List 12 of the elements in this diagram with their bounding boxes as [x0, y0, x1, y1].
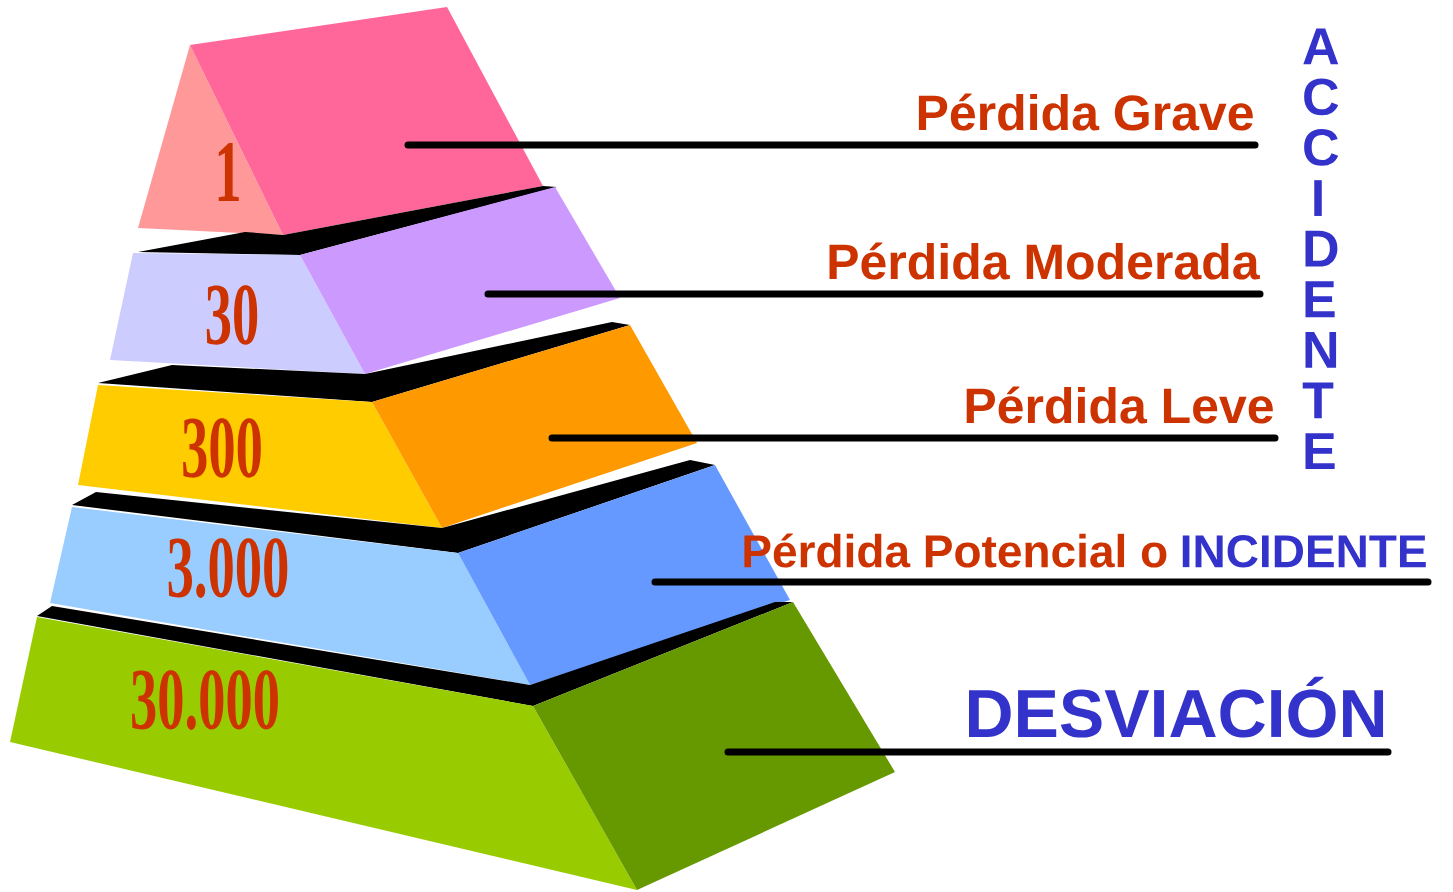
level-label: Pérdida Grave: [918, 93, 1253, 131]
pyramid-tier: 1: [138, 7, 543, 235]
leader-line: [724, 748, 1392, 756]
leader-line: [484, 290, 1264, 298]
leader-line: [404, 141, 1259, 149]
level-label: DESVIACIÓN: [969, 676, 1384, 738]
leader-line: [548, 434, 1279, 442]
level-label: Pérdida Leve: [966, 386, 1273, 424]
pyramid-tier: 30.000: [10, 602, 895, 890]
vertical-label: ACCIDENTE: [1302, 28, 1339, 469]
level-label: Pérdida Moderada: [829, 242, 1260, 280]
leader-line: [651, 578, 1432, 586]
